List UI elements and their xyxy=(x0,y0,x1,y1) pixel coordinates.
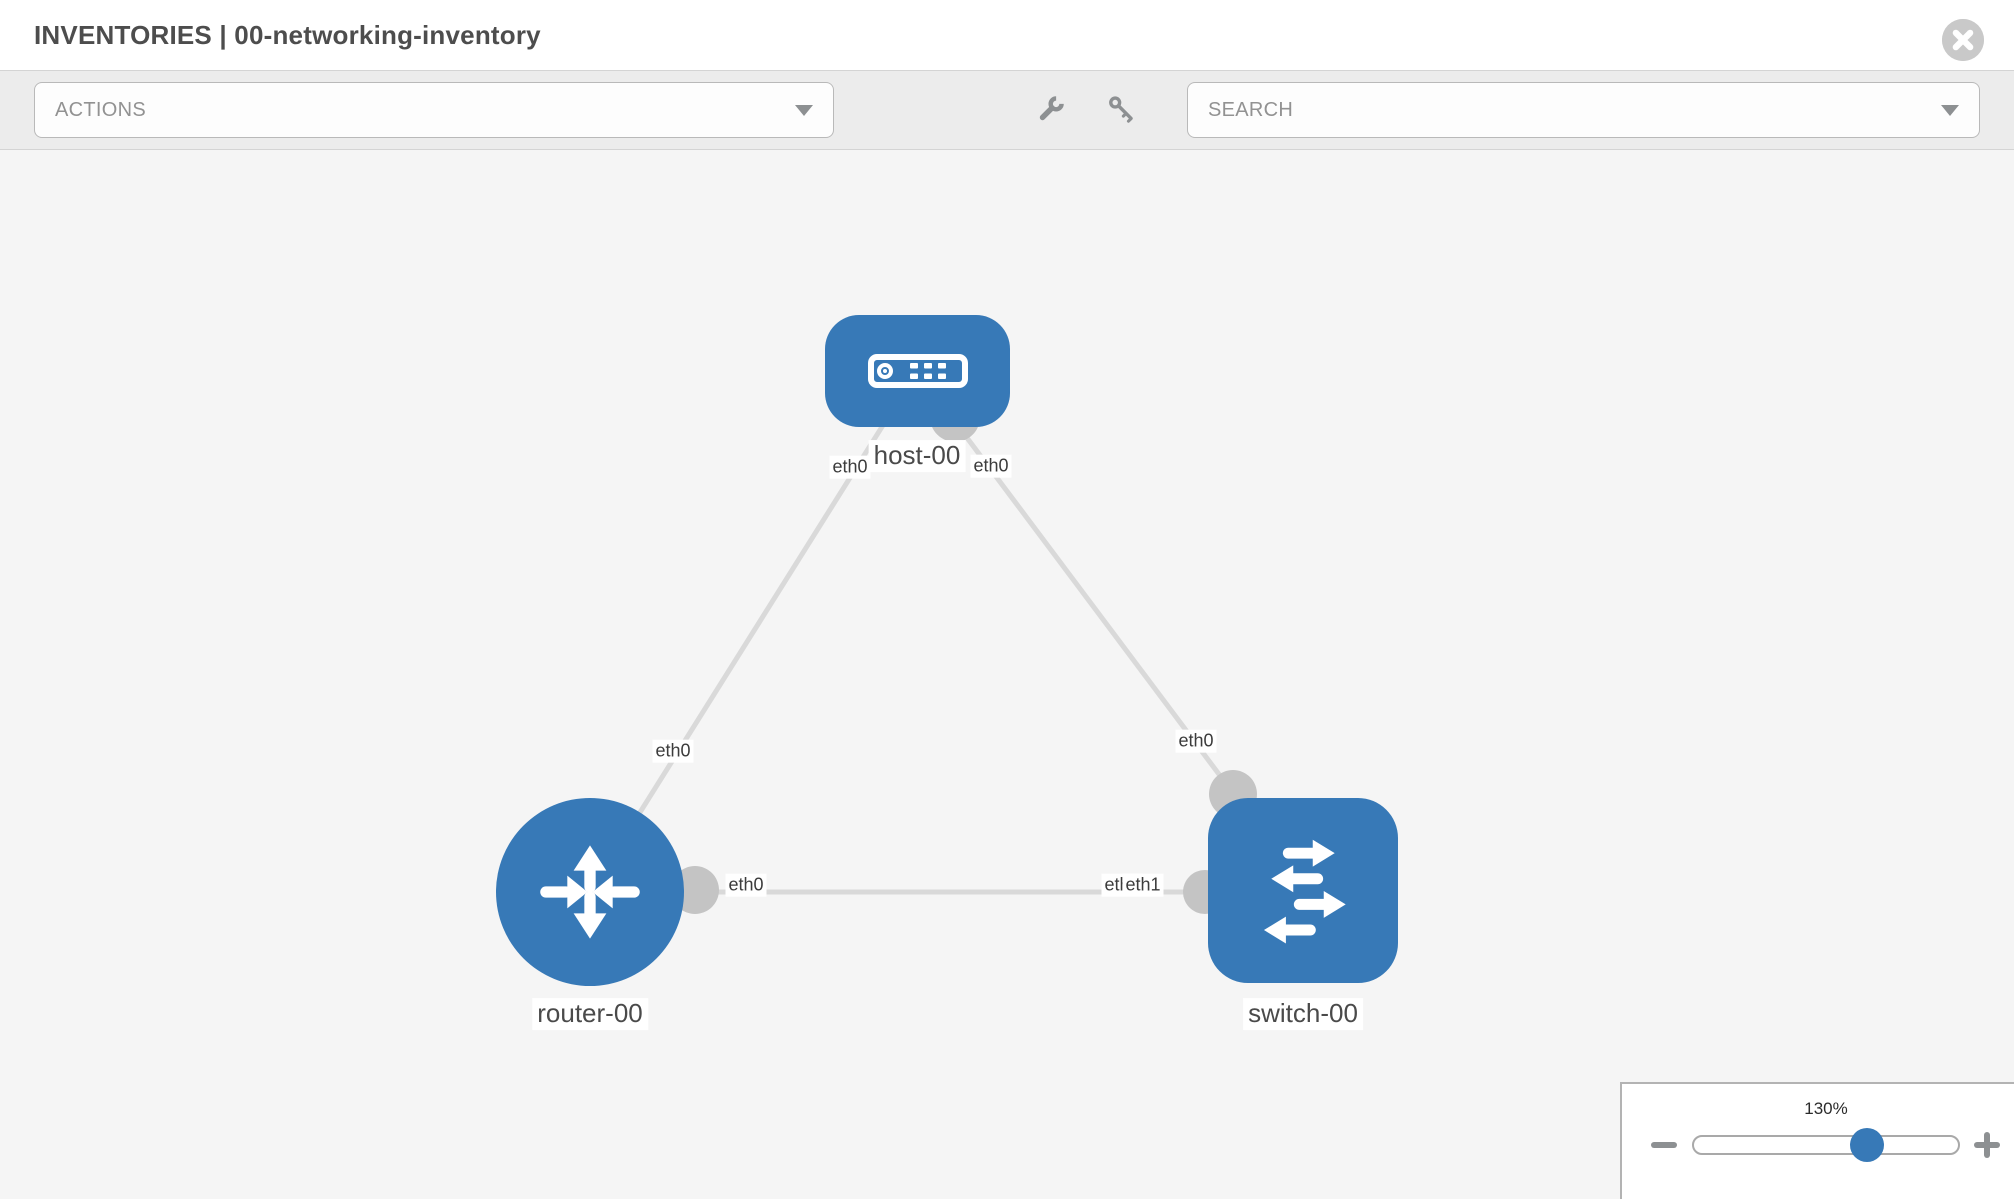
interface-label-host-eth0-left: eth0 xyxy=(829,455,871,479)
chevron-down-icon xyxy=(795,104,813,116)
key-icon[interactable] xyxy=(1105,93,1139,127)
node-label-router: router-00 xyxy=(532,998,648,1030)
switch-icon xyxy=(1263,839,1346,943)
toolbar: ACTIONS SEARCH xyxy=(0,71,2014,150)
interface-label-switch-eth1: eth1 xyxy=(1122,873,1164,897)
node-label-host: host-00 xyxy=(868,440,966,472)
search-dropdown-value: SEARCH xyxy=(1208,98,1294,121)
node-label-switch: switch-00 xyxy=(1243,998,1363,1030)
router-icon xyxy=(540,845,640,939)
actions-dropdown-value: ACTIONS xyxy=(55,98,146,121)
interface-label-router-eth0: eth0 xyxy=(725,873,767,897)
chevron-down-icon xyxy=(1941,104,1959,116)
zoom-level: 130% xyxy=(1804,1099,1848,1118)
interface-label-switch-eth0: eth0 xyxy=(1175,729,1217,753)
zoom-in-button[interactable] xyxy=(1974,1132,2000,1158)
zoom-slider-track[interactable] xyxy=(1692,1128,1960,1162)
interface-label-host-eth0-right: eth0 xyxy=(970,454,1012,478)
zoom-slider-knob[interactable] xyxy=(1850,1128,1884,1162)
node-switch-00[interactable] xyxy=(1208,798,1398,983)
link-host-switch xyxy=(914,369,1236,795)
window-header: INVENTORIES | 00-networking-inventory xyxy=(0,0,2014,71)
interface-label-router-eth0-up: eth0 xyxy=(652,739,694,763)
node-router-00[interactable] xyxy=(496,798,684,986)
page-title: INVENTORIES | 00-networking-inventory xyxy=(34,19,541,50)
wrench-icon[interactable] xyxy=(1033,93,1067,127)
close-button[interactable] xyxy=(1942,19,1984,61)
topology-canvas[interactable]: host-00 router-00 switch-00 eth0 eth0 et… xyxy=(0,150,2014,1199)
topology-links-layer xyxy=(587,369,1257,914)
close-icon xyxy=(1942,19,1984,61)
zoom-out-button[interactable] xyxy=(1651,1142,1677,1148)
node-host-00[interactable] xyxy=(825,315,1010,427)
search-dropdown[interactable]: SEARCH xyxy=(1187,82,1980,138)
host-icon xyxy=(867,354,968,388)
actions-dropdown[interactable]: ACTIONS xyxy=(34,82,834,138)
zoom-control: 130% xyxy=(1620,1082,2014,1199)
